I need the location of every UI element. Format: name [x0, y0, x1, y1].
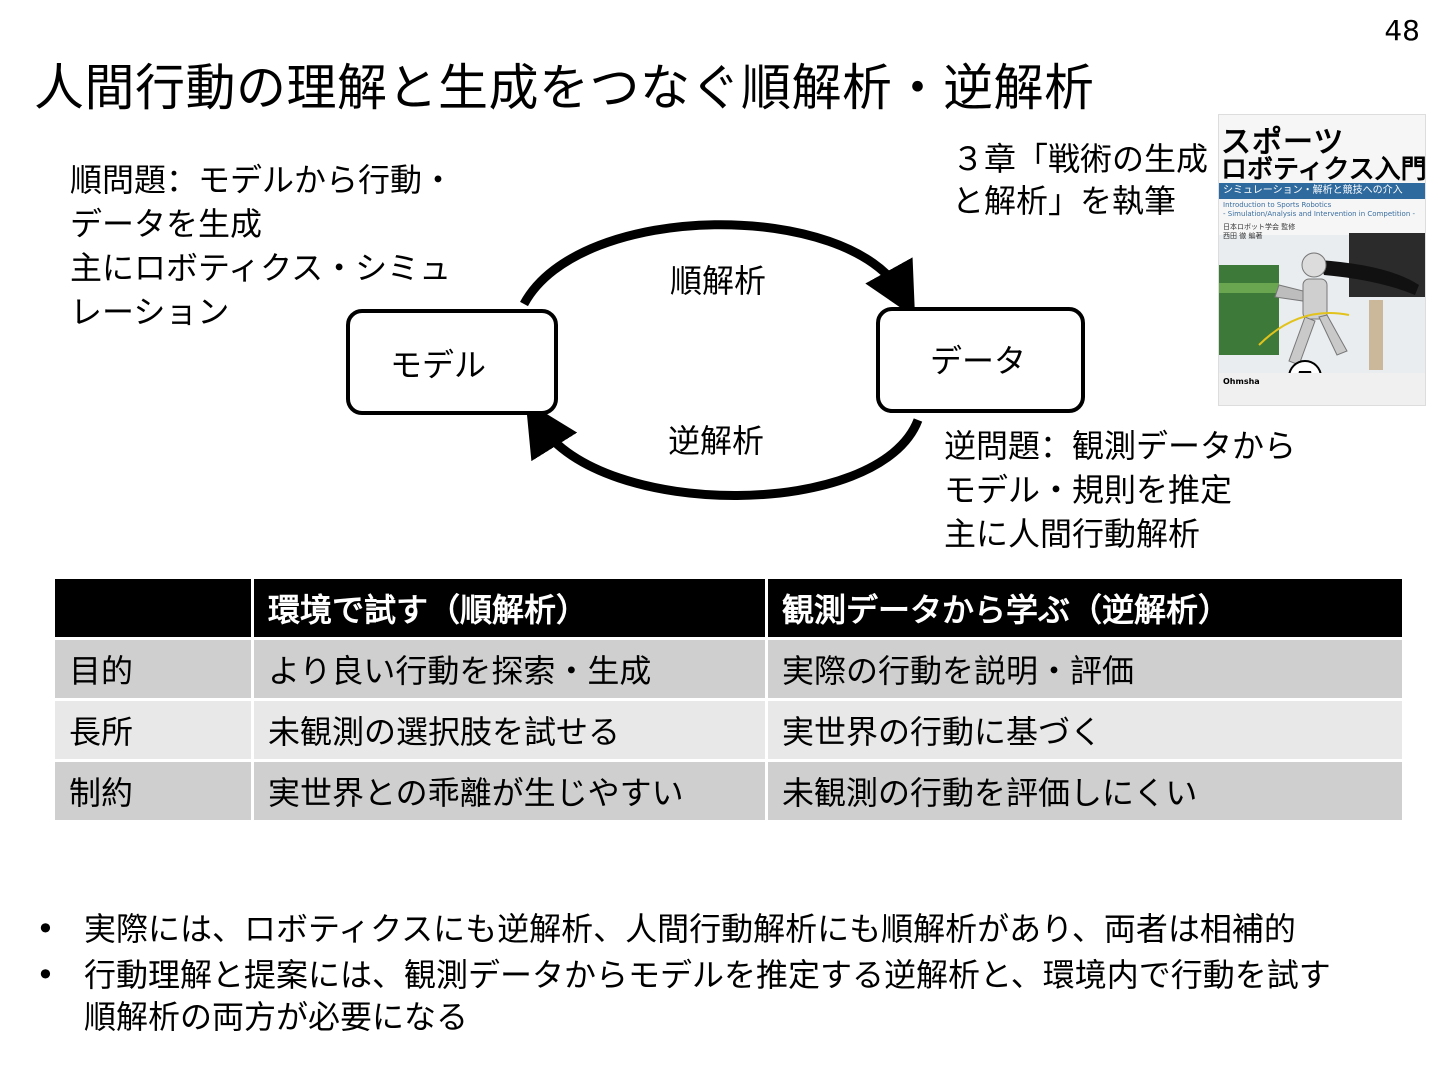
table-cell: 長所 — [52, 698, 254, 762]
book-title-line1: スポーツ — [1221, 125, 1345, 160]
inverse-problem-line: 逆問題：観測データから — [944, 427, 1297, 465]
book-note-line: ３章「戦術の生成 — [952, 140, 1209, 178]
table-cell: 未観測の選択肢を試せる — [251, 698, 768, 762]
book-chapter-note: ３章「戦術の生成 と解析」を執筆 — [952, 138, 1222, 222]
table-cell: 目的 — [52, 637, 254, 701]
table-row: 制約 実世界との乖離が生じやすい 未観測の行動を評価しにくい — [52, 759, 1405, 823]
book-author-line: 西田 徹 編著 — [1223, 232, 1263, 240]
table-header-row: 環境で試す（順解析） 観測データから学ぶ（逆解析） — [52, 576, 1405, 640]
slide-title: 人間行動の理解と生成をつなぐ順解析・逆解析 — [34, 59, 1095, 117]
book-author-line: 日本ロボット学会 監修 — [1223, 223, 1296, 231]
book-english-title: Introduction to Sports Robotics - Simula… — [1223, 201, 1415, 219]
book-note-line: と解析」を執筆 — [952, 182, 1177, 220]
data-node — [876, 307, 1085, 413]
model-label: モデル — [390, 346, 486, 384]
inverse-arrow — [525, 401, 923, 500]
table-header: 環境で試す（順解析） — [251, 576, 768, 640]
bullet-marker: • — [36, 910, 55, 948]
table-header — [52, 576, 254, 640]
table-cell: 制約 — [52, 759, 254, 823]
forward-analysis-label: 順解析 — [670, 262, 766, 300]
book-english-line: - Simulation/Analysis and Intervention i… — [1223, 210, 1416, 218]
book-cover-image: スポーツ ロボティクス入門 シミュレーション・解析と競技への介入 Introdu… — [1218, 114, 1426, 406]
inverse-analysis-label: 逆解析 — [668, 422, 764, 460]
bullet-list: • 実際には、ロボティクスにも逆解析、人間行動解析にも順解析があり、両者は相補的… — [36, 908, 1416, 1042]
table-header: 観測データから学ぶ（逆解析） — [765, 576, 1405, 640]
bullet-item: • 実際には、ロボティクスにも逆解析、人間行動解析にも順解析があり、両者は相補的 — [36, 908, 1416, 950]
comparison-table: 環境で試す（順解析） 観測データから学ぶ（逆解析） 目的 より良い行動を探索・生… — [52, 576, 1405, 823]
book-publisher: Ohmsha — [1223, 377, 1260, 386]
table-cell: 未観測の行動を評価しにくい — [765, 759, 1405, 823]
inverse-problem-note: 逆問題：観測データから モデル・規則を推定 主に人間行動解析 — [944, 424, 1384, 556]
forward-problem-line: データを生成 — [70, 205, 263, 243]
table-row: 長所 未観測の選択肢を試せる 実世界の行動に基づく — [52, 698, 1405, 762]
book-authors: 日本ロボット学会 監修 西田 徹 編著 — [1223, 223, 1295, 241]
forward-problem-line: レーション — [70, 293, 230, 331]
analysis-cycle-diagram: モデル データ 順解析 逆解析 — [346, 220, 1085, 500]
book-subtitle: シミュレーション・解析と競技への介入 — [1219, 183, 1425, 199]
model-node — [346, 309, 558, 415]
table-row: 目的 より良い行動を探索・生成 実際の行動を説明・評価 — [52, 637, 1405, 701]
forward-problem-note: 順問題：モデルから行動・ データを生成 主にロボティクス・シミュ レーション — [70, 158, 510, 334]
book-title-line2: ロボティクス入門 — [1221, 155, 1426, 185]
bullet-line: 実際には、ロボティクスにも逆解析、人間行動解析にも順解析があり、両者は相補的 — [84, 910, 1296, 948]
inverse-problem-line: 主に人間行動解析 — [944, 515, 1201, 553]
table-cell: 実世界の行動に基づく — [765, 698, 1405, 762]
bullet-item: • 行動理解と提案には、観測データからモデルを推定する逆解析と、環境内で行動を試… — [36, 954, 1416, 1038]
bullet-line: 順解析の両方が必要になる — [84, 998, 469, 1036]
table-cell: 実際の行動を説明・評価 — [765, 637, 1405, 701]
book-english-line: Introduction to Sports Robotics — [1223, 201, 1332, 209]
table-cell: より良い行動を探索・生成 — [251, 637, 768, 701]
book-cover-illustration — [1219, 233, 1425, 405]
forward-arrow — [520, 220, 916, 318]
bullet-marker: • — [36, 956, 55, 994]
page-number: 48 — [1384, 14, 1420, 47]
data-label: データ — [930, 342, 1026, 380]
inverse-problem-line: モデル・規則を推定 — [944, 471, 1233, 509]
table-cell: 実世界との乖離が生じやすい — [251, 759, 768, 823]
bullet-line: 行動理解と提案には、観測データからモデルを推定する逆解析と、環境内で行動を試す — [84, 956, 1331, 994]
forward-problem-line: 順問題：モデルから行動・ — [70, 161, 455, 199]
forward-problem-line: 主にロボティクス・シミュ — [70, 249, 452, 287]
